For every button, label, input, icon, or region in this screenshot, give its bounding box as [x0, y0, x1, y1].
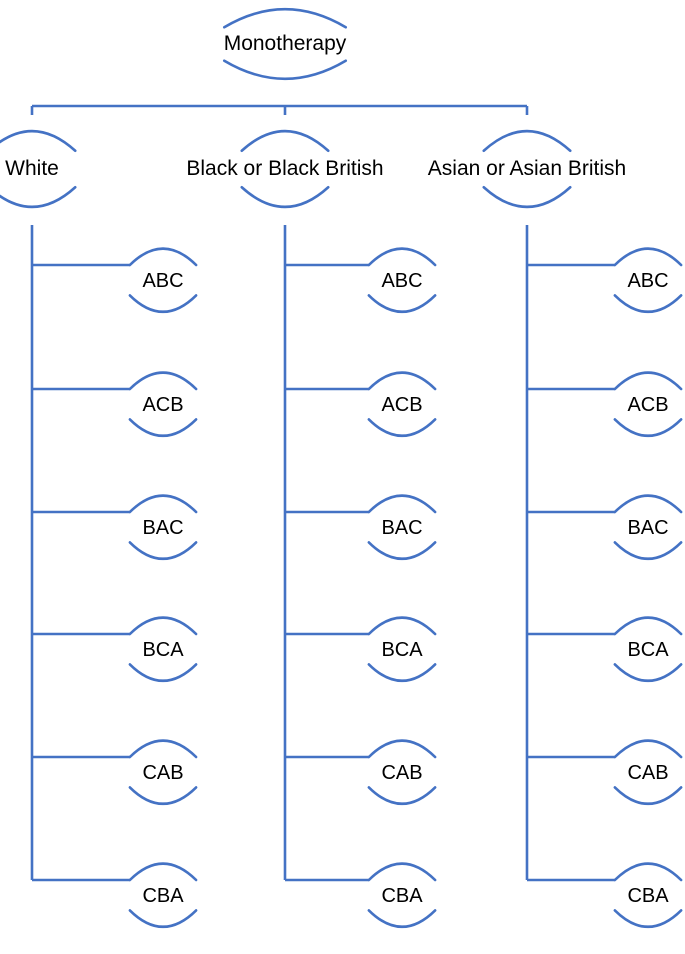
leaf-node-1-4-top-arc: [367, 739, 437, 759]
leaf-node-1-3-bottom-arc: [367, 663, 437, 683]
leaf-node-1-5-bottom-arc: [367, 909, 437, 929]
leaf-node-2-2-top-arc: [613, 494, 683, 514]
leaf-node-2-5-bottom-arc: [613, 909, 683, 929]
leaf-node-0-1-bottom-arc: [128, 418, 198, 438]
leaf-node-2-0-top-arc: [613, 247, 683, 267]
connector-layer: [30, 104, 615, 882]
leaf-node-1-1-top-arc: [367, 371, 437, 391]
leaf-node-2-4-top-arc: [613, 739, 683, 759]
level2-node-2-top-arc: [482, 129, 572, 153]
leaf-node-1-3-top-arc: [367, 616, 437, 636]
node-arc-layer: [0, 7, 683, 929]
leaf-node-0-2-top-arc: [128, 494, 198, 514]
leaf-node-0-0-top-arc: [128, 247, 198, 267]
leaf-node-1-2-top-arc: [367, 494, 437, 514]
leaf-node-2-2-bottom-arc: [613, 541, 683, 561]
level2-node-0-top-arc: [0, 129, 77, 153]
leaf-node-0-3-top-arc: [128, 616, 198, 636]
leaf-node-0-2-bottom-arc: [128, 541, 198, 561]
leaf-node-2-1-bottom-arc: [613, 418, 683, 438]
leaf-node-1-1-bottom-arc: [367, 418, 437, 438]
leaf-node-2-4-bottom-arc: [613, 786, 683, 806]
leaf-node-2-3-bottom-arc: [613, 663, 683, 683]
leaf-node-0-3-bottom-arc: [128, 663, 198, 683]
leaf-node-0-5-bottom-arc: [128, 909, 198, 929]
leaf-node-2-5-top-arc: [613, 862, 683, 882]
leaf-node-0-4-top-arc: [128, 739, 198, 759]
leaf-node-1-5-top-arc: [367, 862, 437, 882]
leaf-node-1-2-bottom-arc: [367, 541, 437, 561]
leaf-node-0-5-top-arc: [128, 862, 198, 882]
leaf-node-2-0-bottom-arc: [613, 294, 683, 314]
level2-node-0-bottom-arc: [0, 185, 77, 209]
leaf-node-1-0-bottom-arc: [367, 294, 437, 314]
root-node-bottom-arc: [222, 59, 348, 81]
leaf-node-2-3-top-arc: [613, 616, 683, 636]
leaf-node-1-4-bottom-arc: [367, 786, 437, 806]
leaf-node-0-1-top-arc: [128, 371, 198, 391]
level2-node-1-bottom-arc: [240, 185, 330, 209]
leaf-node-0-0-bottom-arc: [128, 294, 198, 314]
leaf-node-1-0-top-arc: [367, 247, 437, 267]
leaf-node-2-1-top-arc: [613, 371, 683, 391]
leaf-node-0-4-bottom-arc: [128, 786, 198, 806]
level2-node-2-bottom-arc: [482, 185, 572, 209]
level2-node-1-top-arc: [240, 129, 330, 153]
root-node-top-arc: [222, 7, 348, 29]
